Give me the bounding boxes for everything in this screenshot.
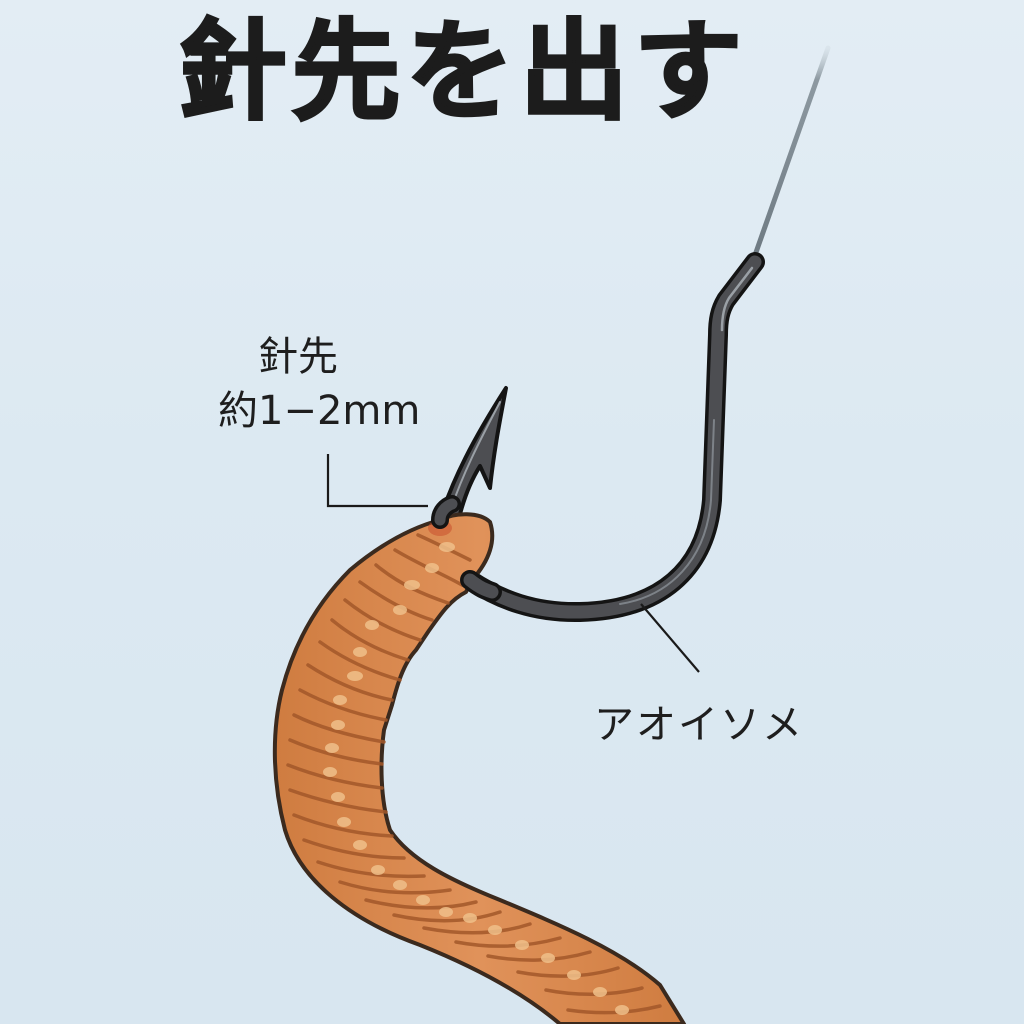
- fishing-line-icon: [751, 45, 831, 261]
- hook-point-label-measure: 約1−2mm: [218, 388, 421, 434]
- hook-front-segment-icon: [431, 495, 502, 602]
- hook-point-label-title: 針先: [258, 334, 338, 380]
- bait-label: アオイソメ: [594, 702, 804, 748]
- hook-point-pointer: [326, 454, 428, 508]
- page-title: 針先を出す: [177, 10, 749, 135]
- bait-pointer: [640, 603, 700, 673]
- fishing-hook-icon: [438, 252, 765, 623]
- hook-point-label: 針先 約1−2mm: [218, 330, 433, 438]
